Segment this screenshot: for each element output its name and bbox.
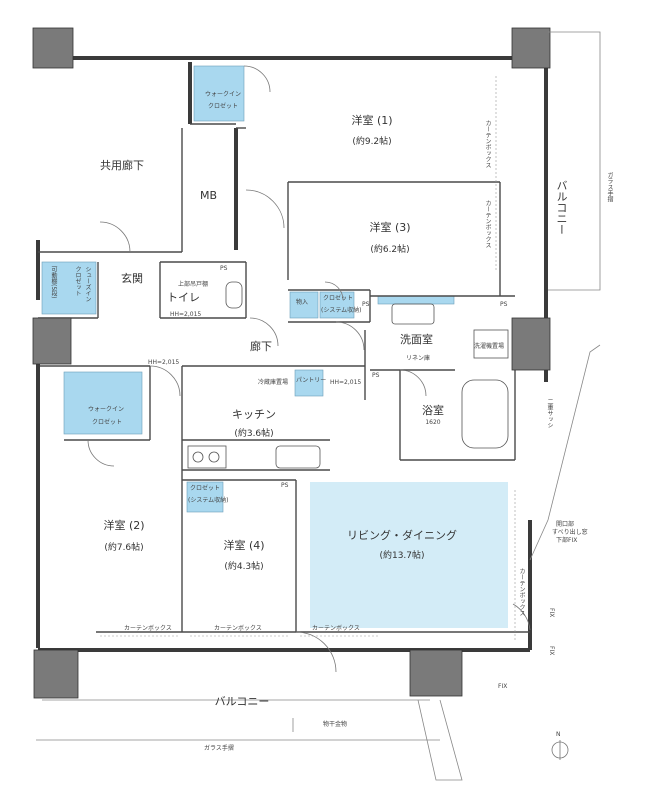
fridge-space: 冷蔵庫置場	[258, 379, 289, 386]
curtain-box-w1: カーテンボックス	[484, 120, 491, 168]
balcony-right-label: バルコニー	[555, 180, 568, 235]
room-western2-name: 洋室 (2)	[103, 519, 145, 532]
balcony-bottom-label: バルコニー	[214, 695, 270, 708]
closet-w3: クロゼット	[323, 295, 354, 302]
movable-shelf: 可動棚(5段)	[50, 266, 57, 299]
room-western4-area: (約4.3帖)	[224, 562, 264, 572]
living-fill	[310, 482, 508, 628]
walkin-closet-left-fill	[63, 371, 143, 435]
ps-1: PS	[220, 265, 228, 272]
curtain-boxes	[100, 76, 516, 640]
ceiling-height-3: HH=2,015	[330, 379, 362, 386]
washbasin	[391, 303, 435, 325]
linen-storage: リネン庫	[406, 355, 431, 362]
room-washroom: 洗面室	[400, 333, 433, 346]
curtain-box-w3: カーテンボックス	[484, 200, 491, 248]
room-kitchen-name: キッチン	[232, 408, 276, 421]
door-swings	[87, 65, 531, 673]
fix-right-1: FIX	[548, 608, 555, 618]
room-western1-name: 洋室 (1)	[351, 114, 393, 127]
ceiling-height-2: HH=2,015	[148, 359, 180, 366]
shoe-closet: クロゼット	[74, 266, 81, 296]
washer-place: 洗濯機置場	[474, 343, 505, 350]
room-western4-name: 洋室 (4)	[223, 539, 265, 552]
closet-w3-fill	[319, 291, 355, 319]
walkin-top-line2: クロゼット	[208, 103, 239, 110]
room-living-name: リビング・ダイニング	[347, 529, 457, 542]
storage-fills	[41, 65, 455, 513]
room-corridor: 廊下	[250, 340, 272, 353]
sash-note-2: すべり出し窓	[552, 529, 588, 536]
curtain-box-right: カーテンボックス	[518, 568, 525, 616]
pantry-fill	[294, 369, 324, 397]
mono-ire: 物入	[296, 299, 309, 306]
shoe-in-closet-fill	[41, 261, 97, 315]
room-common-corridor: 共用廊下	[100, 159, 144, 172]
north-label: N	[556, 731, 561, 738]
walkin-closet-top-fill	[193, 65, 245, 122]
room-western3-name: 洋室 (3)	[369, 221, 411, 234]
ps-5: PS	[281, 482, 289, 489]
north-arrow	[551, 740, 569, 760]
curtain-box-1: カーテンボックス	[124, 625, 172, 632]
glass-handrail-bottom: ガラス手摺	[204, 745, 234, 752]
closet-w4: クロゼット	[190, 485, 221, 492]
glass-handrail-right: ガラス手摺	[606, 172, 613, 202]
toilet-bowl	[225, 281, 243, 309]
room-bath-name: 浴室	[422, 404, 444, 417]
room-kitchen-area: (約3.6帖)	[234, 429, 274, 439]
interior-walls	[38, 123, 530, 633]
walkin-left-line2: クロゼット	[92, 419, 123, 426]
room-mb: MB	[200, 189, 218, 202]
walkin-left-line1: ウォークイン	[88, 406, 125, 413]
ps-2: PS	[362, 301, 370, 308]
sash-note-3: 下部FIX	[556, 537, 578, 544]
burner	[192, 451, 204, 463]
burner	[208, 451, 220, 463]
system-storage-w3: (システム収納)	[321, 307, 362, 314]
bathtub	[461, 379, 509, 449]
column-top-left	[32, 27, 74, 69]
column-top-right	[511, 27, 551, 69]
pantry: パントリー	[296, 377, 327, 384]
fix-right-2: FIX	[548, 646, 555, 656]
curtain-box-2: カーテンボックス	[214, 625, 262, 632]
ps-4: PS	[372, 372, 380, 379]
room-toilet: トイレ	[167, 291, 200, 304]
stove	[187, 445, 227, 469]
kitchen-sink	[275, 445, 321, 469]
sash-note-1: 開口部	[556, 521, 575, 528]
closet-w4-fill	[186, 481, 224, 513]
column-bottom-left	[33, 649, 79, 699]
ps-3: PS	[500, 301, 508, 308]
room-western1-area: (約9.2帖)	[352, 137, 392, 147]
shoe-in-closet: シューズイン	[84, 266, 91, 302]
system-storage-w4: (システム収納)	[188, 497, 229, 504]
fix-bottom: FIX	[498, 683, 508, 690]
ceiling-height-1: HH=2,015	[170, 311, 202, 318]
washer	[473, 329, 509, 359]
room-bath-size: 1620	[425, 419, 441, 426]
window-note: 二重サッシ	[546, 398, 553, 428]
room-western3-area: (約6.2帖)	[370, 245, 410, 255]
column-mid-right	[511, 317, 551, 371]
walkin-top-line1: ウォークイン	[205, 91, 242, 98]
room-living-area: (約13.7帖)	[379, 551, 425, 561]
column-left	[32, 317, 72, 365]
drying-hardware: 物干金物	[323, 721, 348, 728]
columns	[32, 27, 551, 699]
room-western2-area: (約7.6帖)	[104, 543, 144, 553]
washroom-window-fill	[377, 295, 455, 305]
column-bottom-mid	[409, 649, 463, 697]
balconies	[36, 31, 601, 781]
ceiling-shelf: 上部吊戸棚	[178, 281, 209, 288]
fixtures	[187, 281, 509, 469]
mono-ire-fill	[289, 291, 319, 319]
curtain-box-3: カーテンボックス	[312, 625, 360, 632]
room-entrance: 玄関	[121, 272, 143, 285]
